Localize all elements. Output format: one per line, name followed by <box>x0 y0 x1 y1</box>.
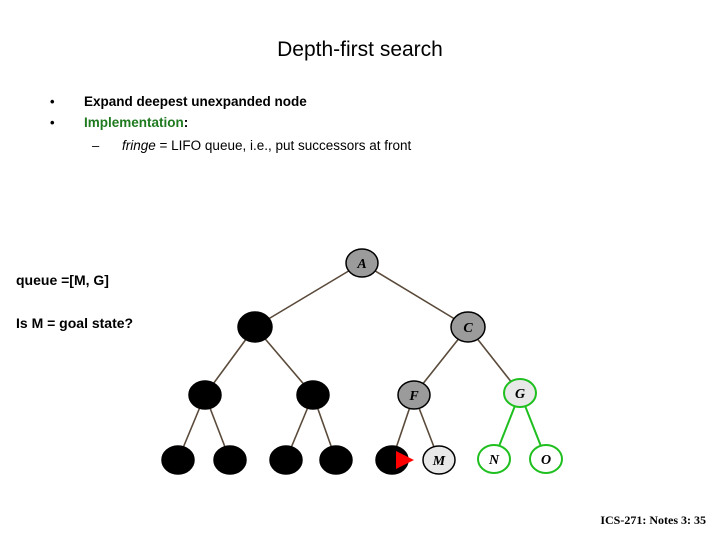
tree-edge <box>254 262 363 328</box>
bullet-marker: • <box>50 94 55 109</box>
tree-node <box>188 380 222 410</box>
tree-node-circle <box>450 311 486 343</box>
tree-node-circle <box>237 311 273 343</box>
tree-node-circle <box>422 445 456 475</box>
tree-node-circle <box>503 378 537 408</box>
tree-node-circle <box>477 444 511 474</box>
tree-node-label: C <box>463 321 473 336</box>
tree-edges <box>177 262 547 461</box>
tree-node: M <box>422 445 456 475</box>
tree-node-circle <box>296 380 330 410</box>
tree-node-circle <box>213 445 247 475</box>
page-title: Depth-first search <box>277 38 443 61</box>
tree-node-label: F <box>408 389 419 404</box>
tree-node: C <box>450 311 486 343</box>
tree-nodes: A C F G M N O <box>161 248 563 475</box>
slide-footer: ICS-271: Notes 3: 35 <box>600 513 706 527</box>
tree-node: F <box>397 380 431 410</box>
tree-node-label: O <box>541 453 551 468</box>
tree-node-circle <box>319 445 353 475</box>
tree-node-label: A <box>356 257 366 272</box>
search-tree-diagram: A C F G M N O <box>161 248 563 475</box>
tree-node-circle <box>188 380 222 410</box>
tree-node-circle <box>345 248 379 278</box>
tree-node <box>319 445 353 475</box>
bullet-text-implementation: Implementation: <box>84 113 670 133</box>
tree-node <box>213 445 247 475</box>
fringe-description: = LIFO queue, i.e., put successors at fr… <box>155 138 412 153</box>
tree-node: N <box>477 444 511 474</box>
tree-node <box>296 380 330 410</box>
subbullet-item-fringe: – fringe = LIFO queue, i.e., put success… <box>30 136 670 156</box>
implementation-colon: : <box>183 115 189 130</box>
tree-node <box>161 445 195 475</box>
tree-node <box>269 445 303 475</box>
bullet-text-expand: Expand deepest unexpanded node <box>84 94 307 109</box>
tree-node: O <box>529 444 563 474</box>
queue-annotation: queue =[M, G] <box>16 272 109 288</box>
tree-node: G <box>503 378 537 408</box>
tree-node-circle <box>161 445 195 475</box>
tree-node <box>237 311 273 343</box>
tree-node-label: N <box>488 453 500 468</box>
implementation-label: Implementation <box>84 115 184 130</box>
tree-node: A <box>345 248 379 278</box>
tree-node-label: G <box>515 387 525 402</box>
pointer-triangle-icon <box>396 451 414 469</box>
bullet-item-expand: • Expand deepest unexpanded node <box>30 92 670 112</box>
tree-node-circle <box>269 445 303 475</box>
bullet-list: • Expand deepest unexpanded node • Imple… <box>30 92 670 156</box>
goal-question-annotation: Is M = goal state? <box>16 315 134 331</box>
bullet-marker: • <box>50 115 55 130</box>
tree-node-label: M <box>432 454 446 469</box>
tree-node-circle <box>529 444 563 474</box>
current-node-pointer <box>396 451 414 469</box>
tree-edge <box>361 262 469 328</box>
tree-node-circle <box>397 380 431 410</box>
fringe-keyword: fringe <box>122 138 156 153</box>
bullet-item-implementation: • Implementation: <box>30 113 670 133</box>
subbullet-marker: – <box>92 138 100 153</box>
subbullet-text-fringe: fringe = LIFO queue, i.e., put successor… <box>122 136 670 156</box>
